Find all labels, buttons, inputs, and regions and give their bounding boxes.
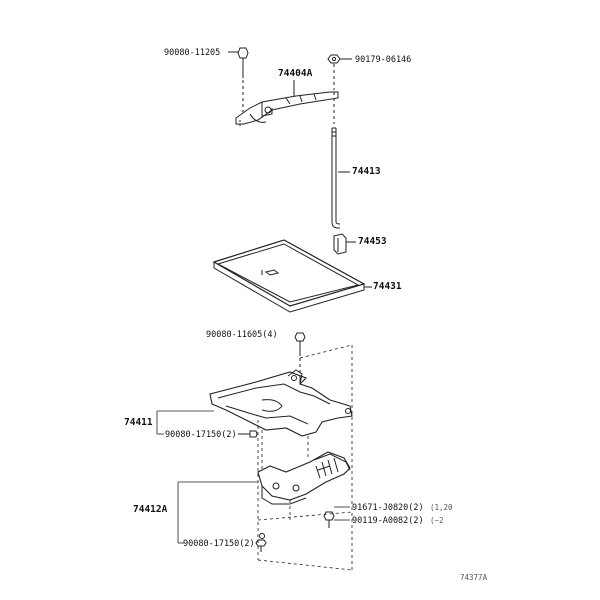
diagram-id: 74377A: [460, 573, 488, 582]
nut-90119-a0082-icon: [259, 533, 265, 539]
part-note-91671: (1,20: [430, 503, 453, 512]
part-label-74411[interactable]: 74411: [124, 417, 153, 428]
battery-tray-74431-icon: [212, 239, 372, 313]
clip-74453-icon: [333, 233, 356, 255]
part-label-74431[interactable]: 74431: [373, 281, 402, 292]
part-label-90080-17150-lower[interactable]: 90080-17150(2): [183, 539, 255, 549]
bolt-90080-11205-icon: [228, 47, 249, 112]
battery-carrier-74411-icon: [209, 369, 353, 437]
part-note-90119: (~2: [430, 516, 444, 525]
part-label-90080-11605[interactable]: 90080-11605(4): [206, 330, 278, 340]
nut-90179-06146-icon: [327, 54, 352, 90]
battery-carrier-74412a-icon: [257, 451, 351, 505]
part-label-90119-a0082[interactable]: 90119-A0082(2): [352, 516, 424, 526]
leader-lines: [156, 410, 350, 544]
part-label-91671-j0820[interactable]: 91671-J0820(2): [352, 503, 424, 513]
part-label-74412a[interactable]: 74412A: [133, 504, 168, 515]
bolt-90080-17150-upper-icon: [238, 430, 258, 438]
bolt-90080-17150-lower-icon: [255, 539, 267, 552]
part-label-90179-06146[interactable]: 90179-06146: [355, 55, 412, 65]
part-label-74453[interactable]: 74453: [358, 236, 387, 247]
part-label-90080-11205[interactable]: 90080-11205: [164, 48, 221, 58]
dashed-guide-lines: [257, 344, 353, 571]
battery-clamp-74404a-icon: [235, 80, 339, 128]
part-label-74413[interactable]: 74413: [352, 166, 381, 177]
bolt-90080-11605-icon: [294, 332, 306, 376]
part-label-90080-17150-upper[interactable]: 90080-17150(2): [165, 430, 237, 440]
part-label-74404a[interactable]: 74404A: [278, 68, 313, 79]
hold-down-rod-74413-icon: [331, 92, 350, 229]
